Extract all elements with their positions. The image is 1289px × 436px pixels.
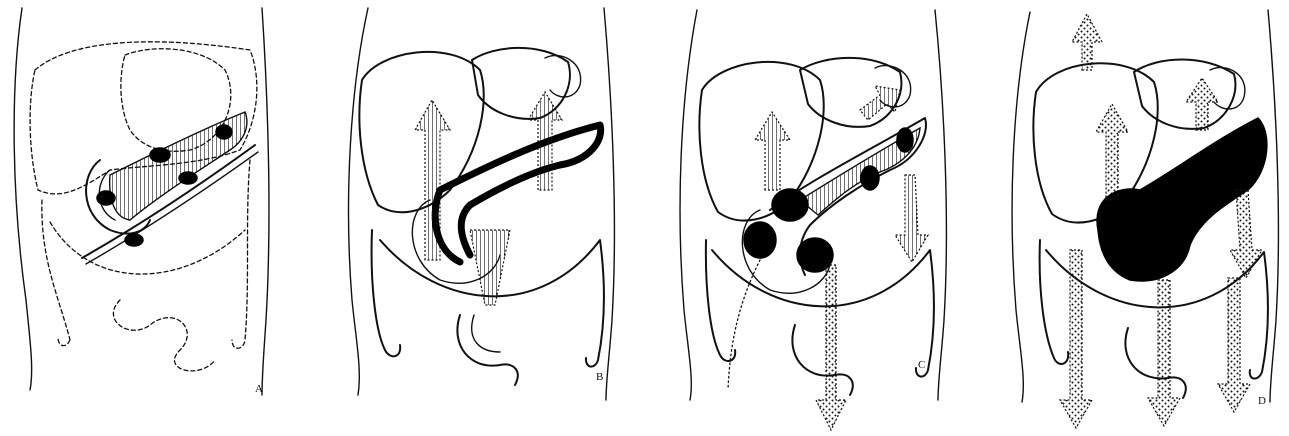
torso-outline-left <box>14 8 32 390</box>
torso-outline-left <box>680 10 697 400</box>
torso-outline-right <box>1268 10 1278 402</box>
panel-c: C <box>680 10 946 430</box>
small-bowel-outline <box>113 300 215 371</box>
hatched-arrow-lower-right <box>895 175 928 262</box>
small-bowel-loop <box>792 325 852 395</box>
stippled-arrow-upper-right <box>1186 78 1218 130</box>
stomach <box>472 48 570 119</box>
necrosis-focus-a2 <box>150 148 170 162</box>
liver <box>359 52 483 212</box>
dotted-arrow-down <box>816 265 846 430</box>
hatched-fan-down <box>470 230 510 305</box>
stippled-arrow-lower-right <box>1218 278 1250 412</box>
torso-outline-left <box>349 8 368 395</box>
small-bowel-loop-inner <box>472 315 500 352</box>
hatched-arrow-upper-right <box>860 86 900 120</box>
necrosis-focus-a4 <box>216 125 232 139</box>
hatched-arrow-left <box>415 100 450 260</box>
stippled-arrow-lower-left <box>1060 250 1092 428</box>
panel-label-a: A <box>255 383 263 395</box>
panel-label-d: D <box>1258 395 1266 407</box>
panel-label-c: C <box>918 359 925 371</box>
hatched-arrow-up <box>755 112 790 190</box>
necrosis-focus-c5 <box>897 128 913 152</box>
torso-outline-right <box>262 8 269 395</box>
necrosis-focus-c4 <box>861 166 879 190</box>
panel-label-b: B <box>596 371 603 383</box>
gallbladder <box>1210 68 1245 109</box>
stippled-arrow-top <box>1072 14 1102 70</box>
gallbladder <box>545 56 581 97</box>
necrosis-focus-a1 <box>97 191 115 205</box>
stippled-arrow-lower-mid <box>1148 280 1180 426</box>
stomach <box>1134 60 1235 129</box>
panel-d: D <box>1012 10 1278 428</box>
necrosis-focus-a3 <box>179 172 197 184</box>
torso-outline-left <box>1012 12 1030 402</box>
panel-a: A <box>14 8 269 395</box>
stippled-arrow-upper-mid <box>1096 104 1128 200</box>
necrosis-focus-c2 <box>744 222 776 258</box>
necrosis-focus-a5 <box>125 234 143 246</box>
torso-outline-right <box>604 8 614 400</box>
stippled-arrow-right <box>1230 190 1262 278</box>
necrosis-focus-c1 <box>772 189 808 221</box>
pancreas-heavy-outline <box>435 125 600 262</box>
torso-outline-right <box>935 10 946 400</box>
panel-b: B <box>349 8 615 400</box>
small-bowel-loop <box>1125 328 1185 398</box>
